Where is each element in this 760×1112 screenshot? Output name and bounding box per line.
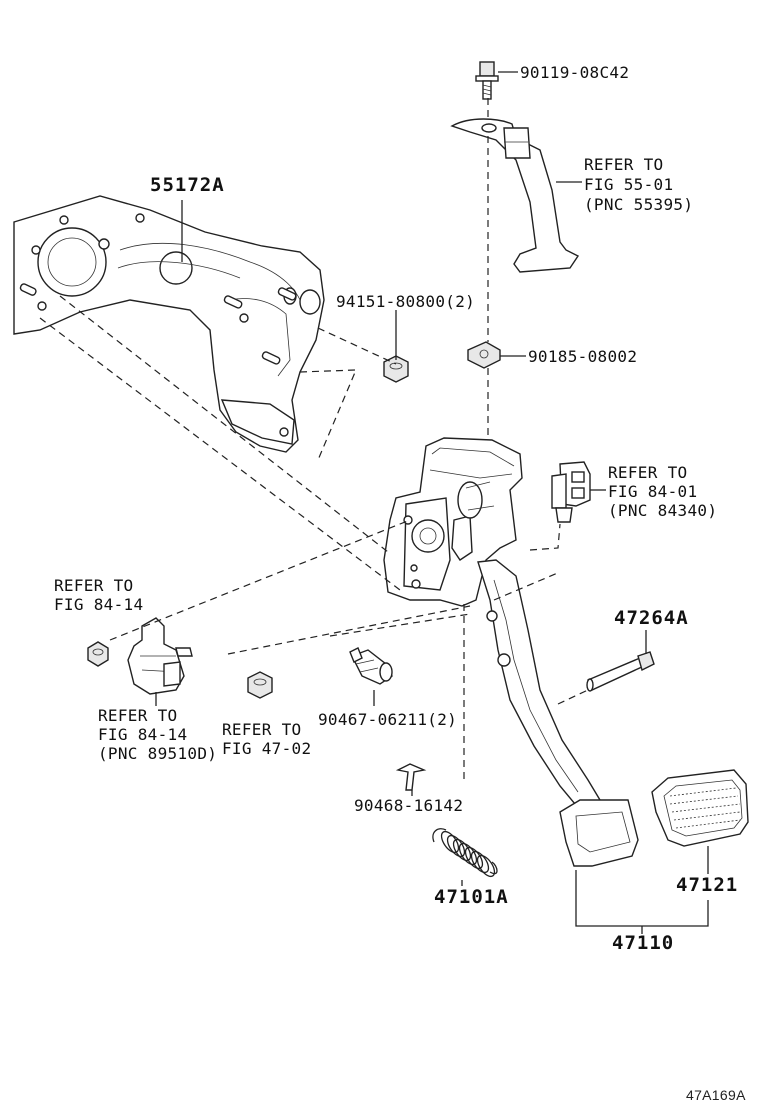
refer-fig-55-01-line-3: (PNC 55395) xyxy=(584,195,694,214)
nut-fig-47-02-drawing xyxy=(247,671,273,699)
pedal-bracket-55172a-drawing xyxy=(13,195,325,453)
refer-fig-84-14-lower-line-2: FIG 84-14 xyxy=(98,725,188,744)
nut-90185-drawing xyxy=(467,341,501,369)
brake-pedal-assembly-drawing xyxy=(383,437,639,867)
refer-fig-47-02-line-1: REFER TO xyxy=(222,720,302,739)
nut-sensor-drawing xyxy=(87,641,109,667)
pin-47264a-drawing xyxy=(586,651,655,692)
clip-90468-drawing xyxy=(395,763,427,791)
stop-lamp-switch-drawing xyxy=(551,461,591,523)
label-90468-16142: 90468-16142 xyxy=(354,796,464,815)
refer-fig-84-14-lower-line-1: REFER TO xyxy=(98,706,178,725)
assembly-dashed-lines xyxy=(39,98,589,780)
return-spring-47101a-drawing xyxy=(432,828,498,878)
support-bracket-drawing xyxy=(450,118,580,273)
pedal-pad-47121-drawing xyxy=(651,769,749,847)
figure-id: 47A169A xyxy=(686,1087,746,1103)
label-47121: 47121 xyxy=(676,874,739,896)
label-47110: 47110 xyxy=(612,932,675,954)
refer-fig-47-02-line-2: FIG 47-02 xyxy=(222,739,312,758)
bushing-90467-drawing xyxy=(349,647,393,685)
refer-fig-55-01-line-2: FIG 55-01 xyxy=(584,175,674,194)
bolt-90119-drawing xyxy=(475,61,499,100)
label-47264a: 47264A xyxy=(614,607,689,629)
label-47101a: 47101A xyxy=(434,886,509,908)
label-94151-80800: 94151-80800(2) xyxy=(336,292,476,311)
refer-fig-55-01-line-1: REFER TO xyxy=(584,155,664,174)
refer-fig-84-01-line-2: FIG 84-01 xyxy=(608,482,698,501)
refer-fig-84-14-lower-line-3: (PNC 89510D) xyxy=(98,744,218,763)
pedal-sensor-drawing xyxy=(127,617,193,695)
label-90185-08002: 90185-08002 xyxy=(528,347,638,366)
label-55172a: 55172A xyxy=(150,174,225,196)
refer-fig-84-01-line-3: (PNC 84340) xyxy=(608,501,718,520)
leader-lines xyxy=(155,71,709,934)
refer-fig-84-14-upper-line-1: REFER TO xyxy=(54,576,134,595)
refer-fig-84-14-upper-line-2: FIG 84-14 xyxy=(54,595,144,614)
label-90119-08c42: 90119-08C42 xyxy=(520,63,630,82)
label-90467-06211: 90467-06211(2) xyxy=(318,710,458,729)
refer-fig-84-01-line-1: REFER TO xyxy=(608,463,688,482)
